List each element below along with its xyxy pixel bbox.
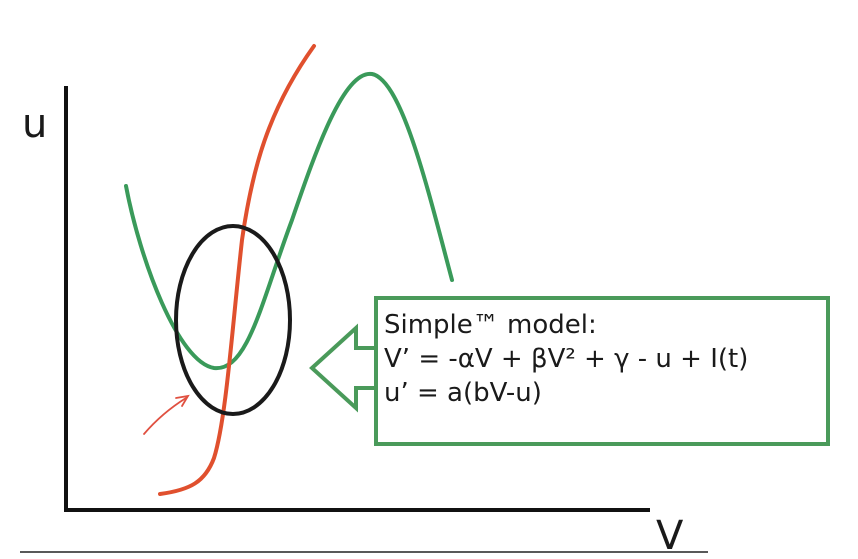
model-box: Simple™ model: V’ = -αV + βV² + γ - u + … (374, 296, 830, 446)
annotation-arrow-left (143, 394, 190, 435)
red-curve (158, 44, 316, 496)
equation-u: u’ = a(bV-u) (384, 378, 542, 408)
equation-v: V’ = -αV + βV² + γ - u + I(t) (384, 344, 749, 374)
model-title: Simple™ model: (384, 310, 597, 340)
green-curve (124, 71, 454, 371)
fixed-point-ellipse (174, 224, 292, 416)
y-axis-label: u (22, 101, 48, 147)
arrow-left-icon (309, 323, 378, 413)
x-axis-label: V (656, 513, 684, 559)
